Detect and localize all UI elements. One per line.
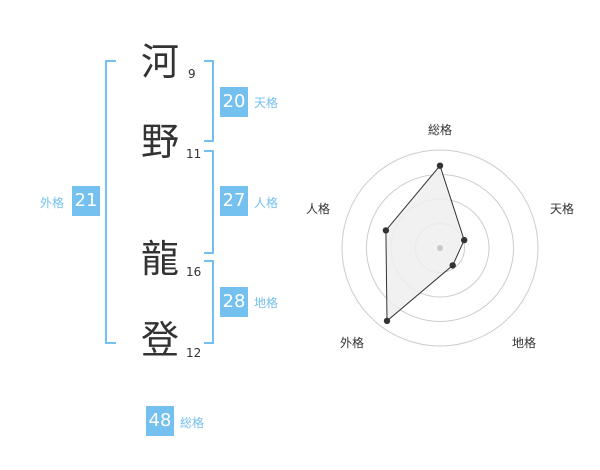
gaikaku-value: 21 [72,186,100,216]
radar-axis-label-soukaku: 総格 [428,123,453,137]
radar-center-dot [437,245,443,251]
tenkaku-bracket [204,60,214,142]
tenkaku-value: 20 [220,87,248,117]
name-char-3: 龍 [140,237,179,281]
name-char-4: 登 [140,318,179,362]
stroke-count-3: 16 [186,265,202,279]
chikaku-bracket [204,260,214,344]
stroke-count-1: 9 [188,67,196,81]
jinkaku-value: 27 [220,186,248,216]
radar-axis-label-jinkaku: 人格 [306,202,331,216]
radar-series-area [385,164,465,322]
radar-axis-label-tenkaku: 天格 [550,202,575,216]
stroke-count-2: 11 [186,147,202,161]
radar-axis-label-chikaku: 地格 [512,336,537,350]
gaikaku-bracket [105,60,116,344]
radar-point-2 [461,236,468,244]
gaikaku-label: 外格 [40,196,65,210]
stroke-count-4: 12 [186,346,202,360]
name-char-2: 野 [140,120,179,164]
jinkaku-label: 人格 [254,196,279,210]
name-char-1: 河 [140,40,179,84]
radar-point-3 [449,262,456,269]
radar-point-5 [382,227,390,234]
radar-axis-label-gaikaku: 外格 [340,336,365,350]
radar-point-4 [383,317,391,325]
chikaku-label: 地格 [254,296,279,310]
chikaku-value: 28 [220,287,248,317]
soukaku-label: 総格 [180,416,205,430]
jinkaku-bracket [204,150,214,254]
radar-ring [341,149,539,347]
tenkaku-label: 天格 [254,96,279,110]
radar-point-1 [436,162,444,169]
soukaku-value: 48 [146,406,174,436]
